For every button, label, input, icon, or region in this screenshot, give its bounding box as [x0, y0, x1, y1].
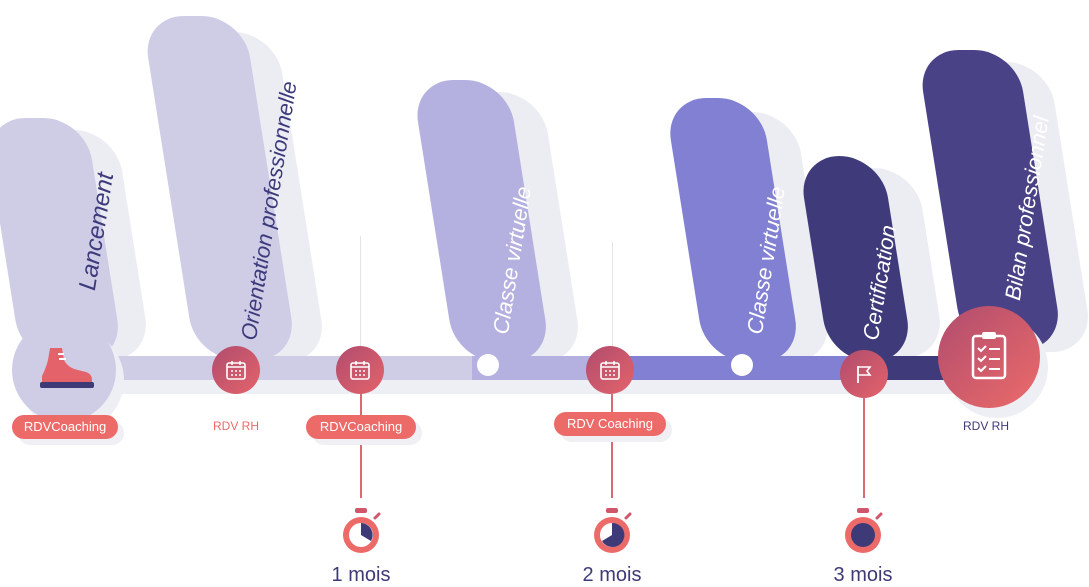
certification-node	[840, 350, 888, 398]
timeline-bar	[600, 356, 860, 380]
rdv-node	[586, 346, 634, 394]
running-shoe-icon	[40, 348, 94, 388]
virtual-class-marker	[731, 354, 753, 376]
month-label: 2 mois	[582, 564, 642, 586]
calendar-icon	[600, 361, 620, 380]
rdv-label: RDV RH	[962, 419, 1009, 433]
rdv-badge: RDVCoaching	[12, 415, 118, 439]
connector-line	[612, 242, 613, 356]
connector-line	[360, 236, 361, 356]
stopwatch-icon	[343, 508, 381, 553]
connector-line	[863, 398, 865, 498]
end-node	[938, 306, 1040, 408]
month-label: 1 mois	[331, 564, 391, 586]
month-label: 3 mois	[833, 564, 893, 586]
connector-line	[360, 394, 362, 498]
start-node	[12, 318, 116, 422]
rdv-badge: RDVCoaching	[306, 415, 416, 439]
stopwatch-icon	[594, 508, 632, 553]
flag-icon	[857, 366, 872, 383]
calendar-icon	[226, 361, 246, 380]
rdv-node	[212, 346, 260, 394]
timeline-bar	[72, 356, 472, 380]
stopwatch-icon	[845, 508, 883, 553]
rdv-label: RDV RH	[212, 419, 259, 433]
checklist-icon	[971, 332, 1007, 380]
rdv-node	[336, 346, 384, 394]
virtual-class-marker	[477, 354, 499, 376]
connector-line	[611, 394, 613, 498]
rdv-badge: RDV Coaching	[554, 412, 666, 436]
calendar-icon	[350, 361, 370, 380]
